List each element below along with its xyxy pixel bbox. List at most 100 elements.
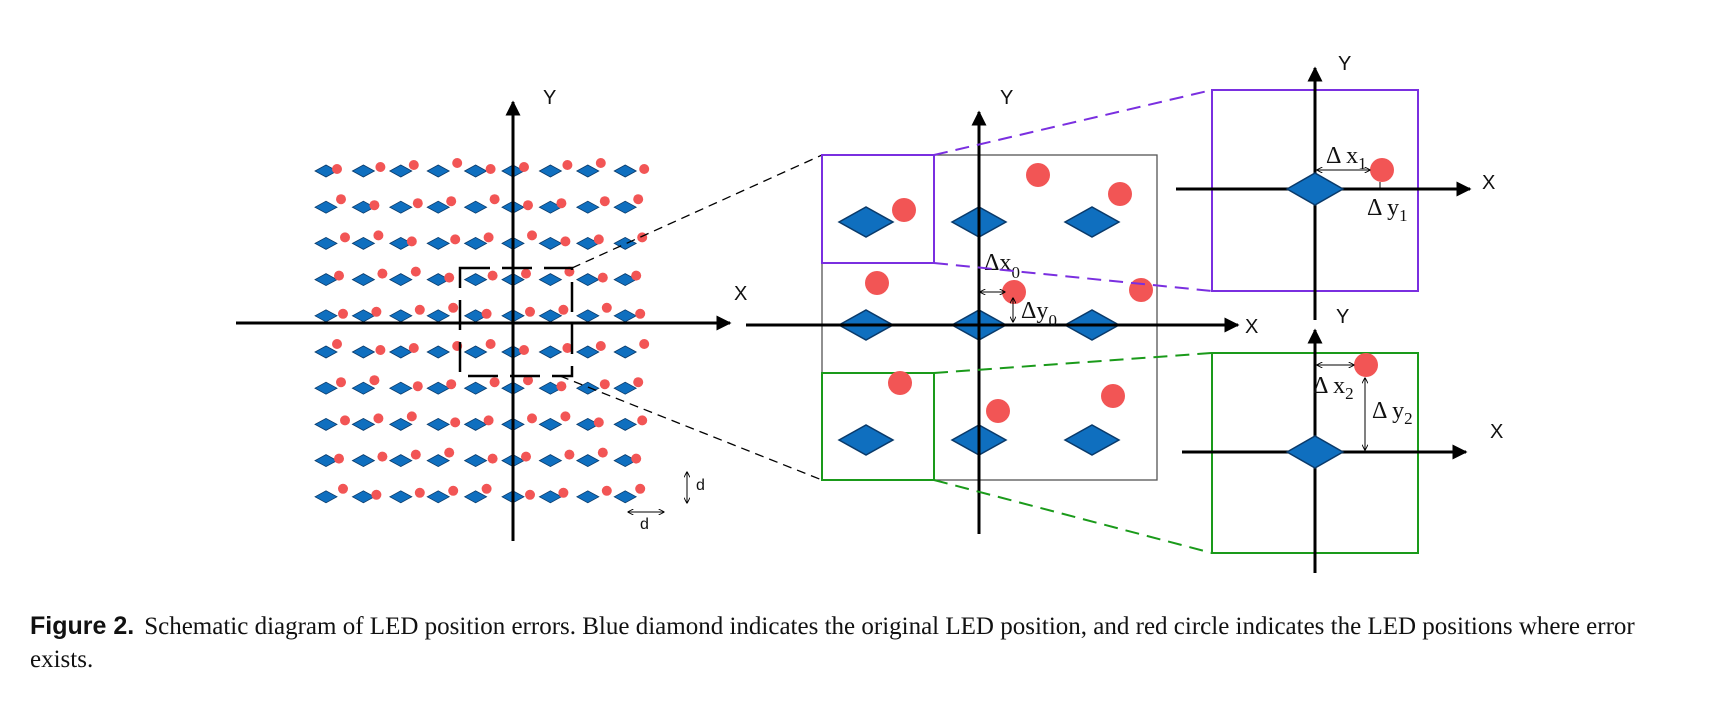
original-led-diamond	[575, 490, 600, 504]
original-led-diamond	[575, 381, 600, 395]
error-led-circle	[601, 485, 612, 496]
error-led-circle	[332, 339, 342, 349]
error-led-circle	[1101, 384, 1125, 408]
original-led-diamond	[538, 236, 563, 250]
error-led-circle	[412, 198, 423, 209]
original-led-diamond	[463, 454, 488, 468]
original-led-diamond	[388, 273, 413, 287]
error-led-circle	[637, 232, 648, 243]
error-led-circle	[446, 379, 457, 390]
original-led-diamond	[351, 417, 376, 431]
original-led-diamond	[463, 417, 488, 431]
error-led-circle	[639, 339, 650, 349]
original-led-diamond	[463, 200, 488, 214]
original-led-diamond	[463, 236, 488, 250]
original-led-diamond	[426, 236, 451, 250]
error-led-circle	[601, 302, 612, 313]
bottom-right-dy-subscript: 2	[1404, 409, 1413, 428]
original-led-diamond	[314, 345, 338, 359]
error-led-circle	[1108, 182, 1132, 206]
error-led-circle	[338, 308, 348, 319]
original-led-diamond	[575, 309, 600, 323]
error-led-circle	[485, 339, 496, 349]
error-led-circle	[521, 451, 531, 462]
error-led-circle	[527, 230, 537, 241]
original-led-diamond	[426, 164, 451, 178]
error-led-circle	[450, 417, 461, 428]
purple-zoom-line-bottom	[933, 262, 1213, 292]
top-right-dx-subscript: 1	[1358, 154, 1367, 173]
original-led-diamond	[314, 309, 338, 323]
error-led-circle	[519, 162, 529, 172]
led-array-grid	[314, 158, 650, 504]
top-right-dx-label: Δ x1	[1326, 143, 1367, 173]
original-led-diamond	[314, 490, 338, 504]
spacing-horizontal-label: d	[640, 516, 649, 533]
top-right-x-label: X	[1482, 172, 1495, 194]
error-led-circle	[448, 485, 459, 496]
error-led-circle	[525, 306, 535, 317]
error-led-circle	[371, 489, 382, 500]
error-led-circle	[637, 415, 648, 426]
original-led-diamond	[388, 200, 413, 214]
error-led-circle	[631, 453, 642, 464]
top-right-detail-panel: X Y Δ x1 Δ y1	[1176, 53, 1495, 320]
error-led-circle	[558, 304, 569, 315]
error-led-circle	[558, 487, 569, 498]
original-led-diamond	[426, 309, 451, 323]
original-led-diamond	[575, 200, 600, 214]
error-led-circle	[340, 232, 350, 243]
led-position-error-diagram: X Y d d X Y Δx0 Δy0	[236, 53, 1503, 573]
middle-green-subbox	[821, 372, 935, 481]
error-led-circle	[483, 232, 494, 243]
error-led-circle	[593, 417, 604, 428]
original-led-diamond	[463, 345, 488, 359]
middle-dy-label: Δy0	[1021, 298, 1057, 330]
middle-zoom-panel: X Y Δx0 Δy0	[746, 87, 1258, 534]
spacing-vertical-label: d	[696, 477, 705, 494]
left-x-label: X	[734, 283, 747, 305]
error-led-circle	[489, 377, 500, 388]
error-led-circle	[521, 268, 531, 279]
original-led-diamond	[1063, 206, 1121, 238]
original-led-diamond	[426, 381, 451, 395]
top-right-original-led	[1285, 172, 1345, 206]
original-led-diamond	[1063, 424, 1121, 456]
error-led-circle	[595, 158, 606, 168]
middle-led-markers	[837, 163, 1153, 456]
bottom-right-dx-label: Δ x2	[1313, 373, 1354, 403]
original-led-diamond	[351, 309, 376, 323]
error-led-circle	[523, 375, 533, 386]
original-led-diamond	[388, 381, 413, 395]
error-led-circle	[338, 483, 348, 494]
original-led-diamond	[575, 454, 600, 468]
original-led-diamond	[575, 164, 600, 178]
error-led-circle	[377, 451, 388, 462]
error-led-circle	[562, 160, 573, 170]
original-led-diamond	[388, 490, 413, 504]
error-led-circle	[527, 413, 537, 424]
original-led-diamond	[314, 381, 338, 395]
error-led-circle	[487, 270, 498, 281]
error-led-circle	[485, 164, 496, 174]
original-led-diamond	[538, 454, 563, 468]
original-led-diamond	[388, 164, 413, 178]
bottom-right-original-led	[1285, 435, 1345, 469]
purple-zoom-line-top	[933, 89, 1213, 156]
error-led-circle	[564, 449, 575, 460]
error-led-circle	[444, 272, 455, 283]
error-led-circle	[599, 196, 610, 207]
middle-dx-subscript: 0	[1011, 263, 1020, 282]
original-led-diamond	[388, 345, 413, 359]
original-led-diamond	[426, 454, 451, 468]
error-led-circle	[481, 483, 492, 494]
error-led-circle	[556, 198, 567, 209]
original-led-diamond	[351, 273, 376, 287]
error-led-circle	[1002, 280, 1026, 304]
error-led-circle	[523, 200, 533, 211]
original-led-diamond	[837, 206, 895, 238]
error-led-circle	[414, 304, 425, 315]
original-led-diamond	[388, 309, 413, 323]
left-y-label: Y	[543, 87, 556, 109]
original-led-diamond	[575, 273, 600, 287]
